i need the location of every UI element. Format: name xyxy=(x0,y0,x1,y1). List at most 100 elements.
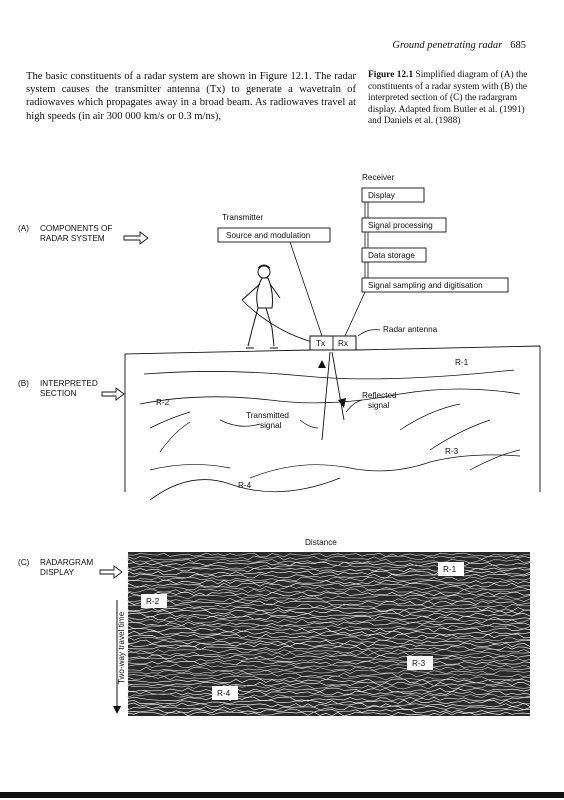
receiver-label: Receiver xyxy=(362,173,395,182)
radargram-trace xyxy=(127,594,531,600)
distance-label: Distance xyxy=(305,538,337,547)
panel-c-arrow xyxy=(99,565,123,579)
radargram-trace xyxy=(127,687,531,693)
radargram-trace xyxy=(127,579,531,585)
receiver-chain: Receiver Display Signal processing Data … xyxy=(344,173,509,337)
radargram-trace xyxy=(127,651,531,657)
radargram-trace xyxy=(127,630,531,636)
radargram-trace xyxy=(127,618,531,624)
transmitted-label-2: signal xyxy=(260,421,282,430)
panel-b-label: (B) INTERPRETED SECTION xyxy=(18,379,125,401)
radargram-trace xyxy=(127,636,531,642)
twt-label: Two-way travel time xyxy=(117,611,126,684)
radargram-trace xyxy=(127,606,531,612)
radargram-trace xyxy=(127,591,531,597)
radargram-trace xyxy=(127,693,531,699)
figure-caption: Figure 12.1 Simplified diagram of (A) th… xyxy=(368,70,536,128)
panel-c-line1: RADARGRAM xyxy=(40,558,93,567)
radargram-trace xyxy=(127,639,531,645)
data-storage-box xyxy=(361,247,427,263)
sampling-text: Signal sampling and digitisation xyxy=(368,281,483,290)
radargram-trace xyxy=(127,669,531,675)
operator-figure xyxy=(241,264,313,349)
radargram-trace xyxy=(127,678,531,684)
radargram-trace xyxy=(127,612,531,618)
radargram-trace xyxy=(127,663,531,669)
figure-label: Figure 12.1 xyxy=(368,70,414,80)
radargram-trace xyxy=(127,672,531,678)
body-paragraph: The basic constituents of a radar system… xyxy=(26,71,356,122)
reflector-label-r2: R-2 xyxy=(156,398,170,407)
panel-b-letter: (B) xyxy=(18,379,29,388)
display-box-text: Display xyxy=(368,191,396,200)
twt-axis: Two-way travel time xyxy=(113,600,126,714)
radargram-trace xyxy=(127,696,531,702)
radargram-label-r1-text: R-1 xyxy=(443,565,457,574)
radargram-trace xyxy=(127,621,531,627)
panel-a-line1: COMPONENTS OF xyxy=(40,224,112,233)
radargram-trace xyxy=(127,642,531,648)
radargram-trace xyxy=(127,627,531,633)
radargram-trace xyxy=(127,576,531,582)
radargram-trace xyxy=(127,690,531,696)
radargram-trace xyxy=(127,681,531,687)
rx-link-3 xyxy=(364,262,369,278)
radar-antenna: Tx Rx Radar antenna xyxy=(309,325,438,351)
radargram-trace xyxy=(127,708,531,714)
radargram-trace xyxy=(127,633,530,639)
reflector-label-r1: R-1 xyxy=(455,358,469,367)
radargram-trace xyxy=(127,645,531,651)
radargram-label-r1: R-1 xyxy=(438,562,464,576)
transmitted-label-1: Transmitted xyxy=(246,411,289,420)
radargram-trace xyxy=(127,699,531,705)
reflector-label-r3: R-3 xyxy=(445,447,459,456)
rx-link-2 xyxy=(364,232,369,248)
panel-a-label: (A) COMPONENTS OF RADAR SYSTEM xyxy=(18,224,149,245)
reflector-label-r4: R-4 xyxy=(238,481,252,490)
radargram-trace xyxy=(127,600,531,606)
radargram-trace xyxy=(127,582,531,588)
rx-link-1 xyxy=(364,202,369,218)
panel-a-line2: RADAR SYSTEM xyxy=(40,234,105,243)
panel-c-line2: DISPLAY xyxy=(40,568,75,577)
display-box xyxy=(361,187,425,203)
page-number: 685 xyxy=(510,40,526,51)
transmitter-label: Transmitter xyxy=(222,213,263,222)
radargram-trace xyxy=(127,615,531,621)
radargram-trace xyxy=(127,648,531,654)
radargram-trace xyxy=(127,660,531,666)
panel-c-label: (C) RADARGRAM DISPLAY xyxy=(18,558,123,579)
radargram-trace xyxy=(127,555,531,561)
radargram-label-r3: R-3 xyxy=(407,656,433,670)
running-head-title: Ground penetrating radar xyxy=(392,40,503,51)
tx-label: Tx xyxy=(316,339,325,348)
panel-c-letter: (C) xyxy=(18,558,30,567)
radargram-trace xyxy=(127,705,531,711)
signal-processing-box xyxy=(361,217,447,233)
radargram-trace xyxy=(127,624,531,630)
source-box-text: Source and modulation xyxy=(226,231,311,240)
radargram-trace xyxy=(127,585,531,591)
reflected-label-2: signal xyxy=(368,401,390,410)
radargram-trace xyxy=(127,609,531,615)
radar-antenna-label: Radar antenna xyxy=(383,325,438,334)
caption-text: Simplified diagram of (A) the constituen… xyxy=(368,70,528,127)
radargram-label-r4: R-4 xyxy=(212,686,238,700)
radargram-trace xyxy=(127,552,530,558)
signal-processing-text: Signal processing xyxy=(368,221,433,230)
interpreted-section xyxy=(124,345,541,501)
data-storage-text: Data storage xyxy=(368,251,415,260)
radargram-trace xyxy=(127,684,531,690)
source-box xyxy=(217,227,331,243)
radargram-trace xyxy=(127,711,531,717)
tx-cable xyxy=(289,241,323,337)
radargram-label-r4-text: R-4 xyxy=(217,689,231,698)
panel-a-arrow xyxy=(123,231,149,245)
radargram-label-r3-text: R-3 xyxy=(412,659,426,668)
radargram-trace xyxy=(127,558,531,564)
transmitter: Transmitter Source and modulation xyxy=(217,213,331,337)
panel-b-arrow xyxy=(101,387,125,401)
radargram-label-r2-text: R-2 xyxy=(146,597,160,606)
radargram-label-r2: R-2 xyxy=(141,594,167,608)
